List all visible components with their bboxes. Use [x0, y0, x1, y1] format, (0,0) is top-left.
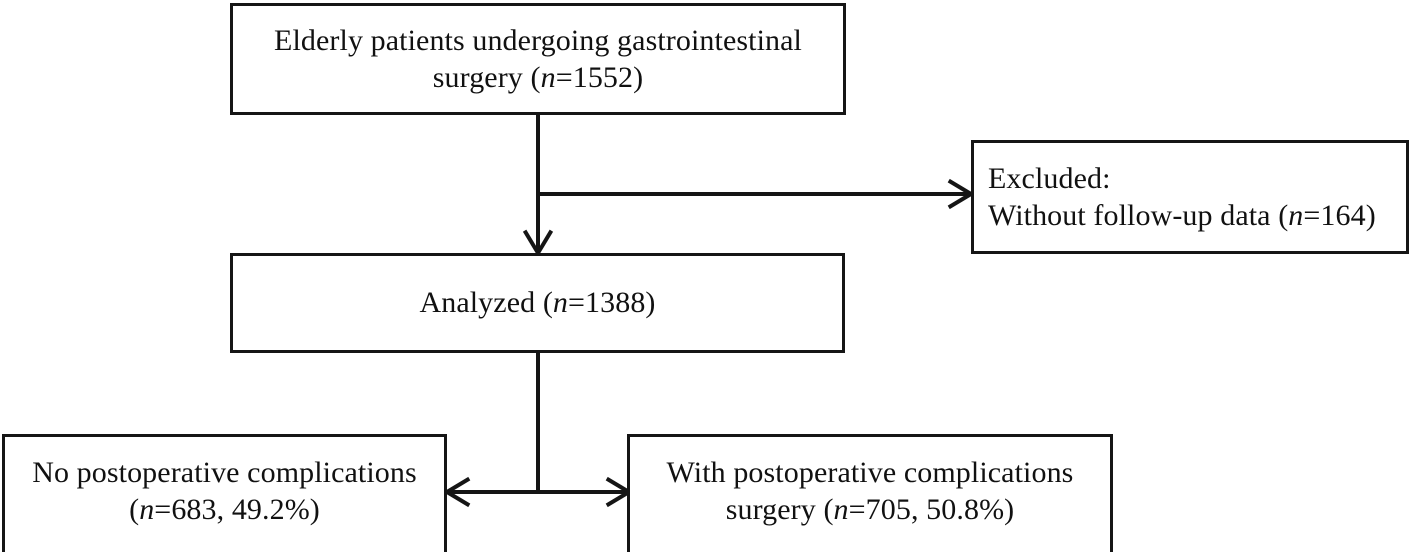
node-enrolled-patients: Elderly patients undergoing gastrointest…: [230, 3, 846, 115]
node-enrolled-line2-suffix: =1552): [555, 61, 644, 94]
node-enrolled-label: Elderly patients undergoing gastrointest…: [233, 22, 843, 96]
node-analyzed-suffix: =1388): [568, 286, 656, 320]
connector-enrolled-to-excluded: [538, 192, 973, 196]
node-excluded: Excluded: Without follow-up data (n=164): [971, 140, 1409, 254]
node-analyzed-label: Analyzed (n=1388): [233, 284, 842, 321]
node-enrolled-line2-prefix: surgery (: [432, 61, 541, 94]
node-with-postoperative-complications: With postoperative complications surgery …: [627, 434, 1113, 552]
node-no-comp-label: No postoperative complications (n=683, 49…: [5, 454, 444, 528]
node-enrolled-n-symbol: n: [540, 61, 556, 94]
node-enrolled-line1: Elderly patients undergoing gastrointest…: [274, 23, 802, 57]
connector-enrolled-to-analyzed: [536, 115, 540, 255]
node-excluded-line2-suffix: =164): [1303, 199, 1376, 232]
node-with-comp-line1: With postoperative complications: [666, 455, 1074, 489]
node-analyzed-n-symbol: n: [552, 286, 569, 320]
node-with-comp-label: With postoperative complications surgery …: [630, 454, 1110, 528]
node-excluded-line1: Excluded:: [988, 161, 1111, 195]
node-analyzed-prefix: Analyzed (: [419, 286, 553, 320]
node-no-comp-line2-suffix: =683, 49.2%): [154, 493, 320, 526]
node-no-comp-line2-prefix: (: [129, 493, 140, 526]
connector-analyzed-to-split: [536, 353, 540, 494]
node-excluded-n-symbol: n: [1288, 199, 1304, 232]
node-with-comp-n-symbol: n: [833, 493, 849, 526]
node-excluded-label: Excluded: Without follow-up data (n=164): [974, 160, 1406, 234]
connector-split-bar: [447, 490, 629, 494]
node-no-postoperative-complications: No postoperative complications (n=683, 49…: [2, 434, 447, 552]
node-with-comp-line2-prefix: surgery (: [725, 493, 834, 526]
node-with-comp-line2-suffix: =705, 50.8%): [848, 493, 1015, 526]
node-analyzed: Analyzed (n=1388): [230, 253, 845, 353]
node-no-comp-line1: No postoperative complications: [32, 455, 417, 489]
node-excluded-line2-prefix: Without follow-up data (: [988, 199, 1289, 232]
node-no-comp-n-symbol: n: [139, 493, 155, 526]
